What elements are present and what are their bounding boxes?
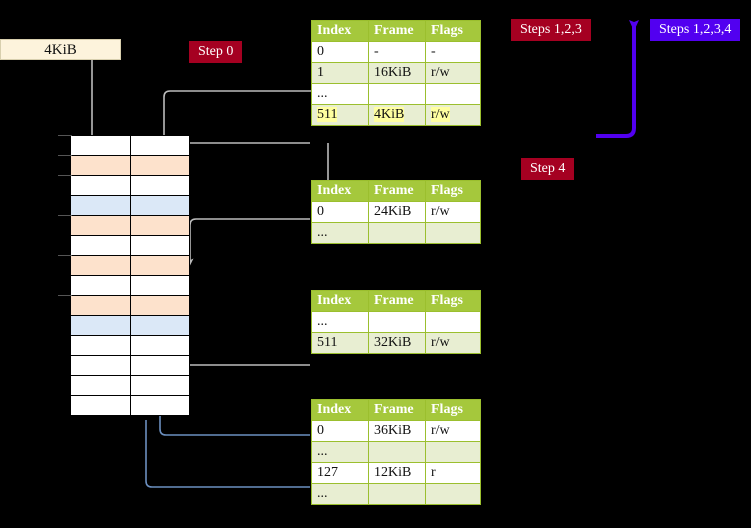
cell-flags	[425, 441, 481, 463]
cell-frame	[368, 483, 426, 505]
cell-frame	[368, 441, 426, 463]
cell-frame: 32KiB	[368, 332, 426, 354]
table-row[interactable]: ...	[311, 311, 481, 333]
tag-step-0-label: Step 0	[198, 44, 234, 59]
cell-frame: 36KiB	[368, 420, 426, 442]
column-header-flags: Flags	[425, 180, 481, 202]
column-header-index: Index	[311, 20, 369, 42]
cell-flags	[425, 311, 481, 333]
cell-frame	[368, 222, 426, 244]
cell-index: ...	[311, 441, 369, 463]
column-header-index: Index	[311, 290, 369, 312]
cell-flags: r/w	[425, 332, 481, 354]
cell-frame	[368, 83, 426, 105]
tag-step-4-label: Step 4	[530, 161, 566, 176]
cell-flags: r/w	[425, 201, 481, 223]
cell-index: 511	[311, 332, 369, 354]
cell-index: ...	[311, 311, 369, 333]
cell-index: 0	[311, 41, 369, 63]
column-header-index: Index	[311, 399, 369, 421]
memory-divider-line	[130, 136, 131, 415]
cell-index: 0	[311, 420, 369, 442]
cell-index: 1	[311, 62, 369, 84]
cell-flags: r	[425, 462, 481, 484]
tag-steps-1234-label: Steps 1,2,3,4	[659, 22, 732, 37]
column-header-flags: Flags	[425, 20, 481, 42]
cell-index: 127	[311, 462, 369, 484]
tag-step-0: Step 0	[189, 41, 243, 63]
table-row[interactable]: ...	[311, 83, 481, 105]
memory-tick-mark	[58, 135, 72, 136]
column-header-frame: Frame	[368, 290, 426, 312]
tag-steps-1234: Steps 1,2,3,4	[650, 19, 741, 41]
table-row[interactable]: ...	[311, 441, 481, 463]
tag-steps-123-label: Steps 1,2,3	[520, 22, 582, 37]
column-header-index: Index	[311, 180, 369, 202]
cell-flags: r/w	[425, 420, 481, 442]
column-header-frame: Frame	[368, 180, 426, 202]
memory-tick-mark	[58, 215, 72, 216]
tag-step-4: Step 4	[521, 158, 575, 180]
size-box-4kib: 4KiB	[0, 39, 121, 60]
memory-tick-mark	[58, 155, 72, 156]
cell-index: 0	[311, 201, 369, 223]
table-row[interactable]: ...	[311, 483, 481, 505]
memory-tick-mark	[58, 175, 72, 176]
cell-flags: -	[425, 41, 481, 63]
cell-index: ...	[311, 483, 369, 505]
cell-frame: 12KiB	[368, 462, 426, 484]
cell-index: ...	[311, 83, 369, 105]
cell-frame: -	[368, 41, 426, 63]
cell-frame: 16KiB	[368, 62, 426, 84]
cell-frame	[368, 311, 426, 333]
table-row[interactable]: ...	[311, 222, 481, 244]
cell-flags: r/w	[425, 62, 481, 84]
cell-frame: 24KiB	[368, 201, 426, 223]
cell-flags	[425, 83, 481, 105]
tag-steps-123: Steps 1,2,3	[511, 19, 591, 41]
cell-index: ...	[311, 222, 369, 244]
cell-flags	[425, 483, 481, 505]
memory-tick-mark	[58, 255, 72, 256]
column-header-flags: Flags	[425, 290, 481, 312]
table-row[interactable]: 0--	[311, 41, 481, 63]
cell-flags	[425, 222, 481, 244]
memory-tick-mark	[58, 295, 72, 296]
size-box-label: 4KiB	[44, 42, 77, 58]
column-header-frame: Frame	[368, 399, 426, 421]
column-header-frame: Frame	[368, 20, 426, 42]
cell-frame: 4KiB	[368, 104, 426, 126]
cell-index: 511	[311, 104, 369, 126]
column-header-flags: Flags	[425, 399, 481, 421]
cell-flags: r/w	[425, 104, 481, 126]
